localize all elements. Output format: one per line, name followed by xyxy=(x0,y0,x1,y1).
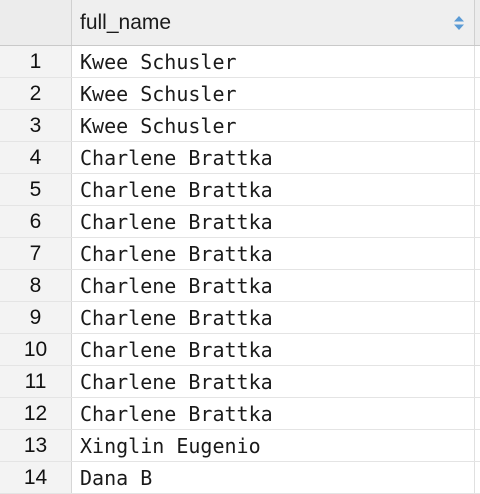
row-number-header[interactable] xyxy=(0,0,72,45)
grid-rows: 1 Kwee Schusler 2 Kwee Schusler 3 Kwee S… xyxy=(0,46,480,494)
row-number: 2 xyxy=(0,78,72,109)
sort-up-down-icon[interactable] xyxy=(454,15,464,30)
full-name-cell[interactable]: Kwee Schusler xyxy=(72,78,475,109)
table-row[interactable]: 1 Kwee Schusler xyxy=(0,46,480,78)
row-number: 3 xyxy=(0,110,72,141)
row-number: 12 xyxy=(0,398,72,429)
full-name-cell[interactable]: Dana B xyxy=(72,462,475,493)
full-name-cell[interactable]: Kwee Schusler xyxy=(72,110,475,141)
row-filler xyxy=(475,46,480,77)
header-filler xyxy=(475,0,480,45)
table-row[interactable]: 12 Charlene Brattka xyxy=(0,398,480,430)
full-name-cell[interactable]: Charlene Brattka xyxy=(72,398,475,429)
row-filler xyxy=(475,398,480,429)
table-row[interactable]: 13 Xinglin Eugenio xyxy=(0,430,480,462)
full-name-cell[interactable]: Charlene Brattka xyxy=(72,366,475,397)
row-filler xyxy=(475,110,480,141)
row-filler xyxy=(475,334,480,365)
full-name-cell[interactable]: Xinglin Eugenio xyxy=(72,430,475,461)
table-row[interactable]: 8 Charlene Brattka xyxy=(0,270,480,302)
full-name-cell[interactable]: Charlene Brattka xyxy=(72,142,475,173)
row-filler xyxy=(475,174,480,205)
row-number: 14 xyxy=(0,462,72,493)
table-row[interactable]: 9 Charlene Brattka xyxy=(0,302,480,334)
row-number: 5 xyxy=(0,174,72,205)
row-number: 6 xyxy=(0,206,72,237)
full-name-cell[interactable]: Kwee Schusler xyxy=(72,46,475,77)
row-filler xyxy=(475,78,480,109)
table-row[interactable]: 5 Charlene Brattka xyxy=(0,174,480,206)
table-row[interactable]: 7 Charlene Brattka xyxy=(0,238,480,270)
full-name-cell[interactable]: Charlene Brattka xyxy=(72,206,475,237)
full-name-cell[interactable]: Charlene Brattka xyxy=(72,334,475,365)
table-row[interactable]: 14 Dana B xyxy=(0,462,480,494)
row-filler xyxy=(475,462,480,493)
row-number: 9 xyxy=(0,302,72,333)
table-row[interactable]: 11 Charlene Brattka xyxy=(0,366,480,398)
table-row[interactable]: 2 Kwee Schusler xyxy=(0,78,480,110)
full-name-cell[interactable]: Charlene Brattka xyxy=(72,174,475,205)
column-header-label: full_name xyxy=(80,10,172,34)
table-row[interactable]: 10 Charlene Brattka xyxy=(0,334,480,366)
row-filler xyxy=(475,206,480,237)
row-filler xyxy=(475,366,480,397)
table-row[interactable]: 3 Kwee Schusler xyxy=(0,110,480,142)
full-name-cell[interactable]: Charlene Brattka xyxy=(72,302,475,333)
row-filler xyxy=(475,238,480,269)
column-header-full-name[interactable]: full_name xyxy=(72,0,475,45)
table-row[interactable]: 6 Charlene Brattka xyxy=(0,206,480,238)
row-filler xyxy=(475,142,480,173)
row-number: 7 xyxy=(0,238,72,269)
row-filler xyxy=(475,270,480,301)
row-number: 10 xyxy=(0,334,72,365)
table-row[interactable]: 4 Charlene Brattka xyxy=(0,142,480,174)
grid-header-row: full_name xyxy=(0,0,480,46)
row-number: 11 xyxy=(0,366,72,397)
row-number: 13 xyxy=(0,430,72,461)
row-number: 4 xyxy=(0,142,72,173)
row-filler xyxy=(475,302,480,333)
full-name-cell[interactable]: Charlene Brattka xyxy=(72,270,475,301)
row-filler xyxy=(475,430,480,461)
full-name-cell[interactable]: Charlene Brattka xyxy=(72,238,475,269)
row-number: 1 xyxy=(0,46,72,77)
row-number: 8 xyxy=(0,270,72,301)
